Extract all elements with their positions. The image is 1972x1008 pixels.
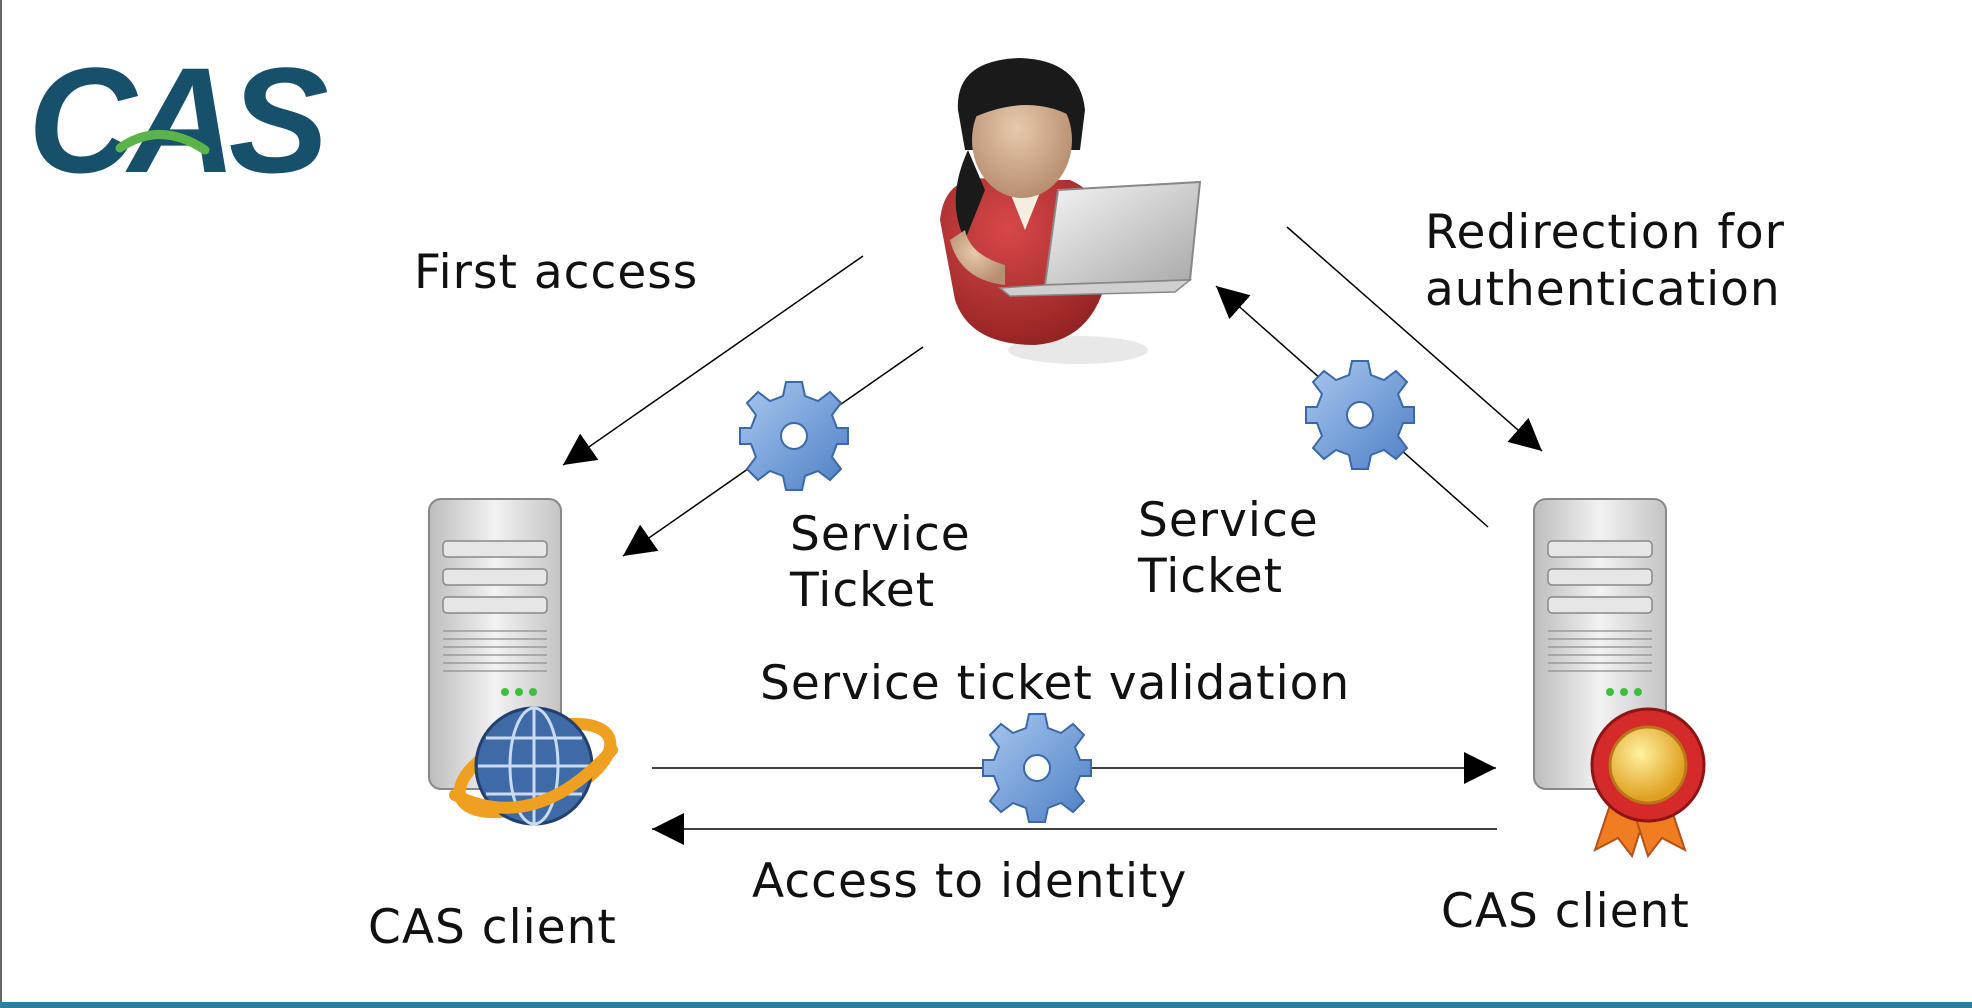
label-client-left: CAS client [368, 900, 617, 955]
gear-icon [982, 713, 1092, 823]
gear-icon [1305, 360, 1415, 470]
label-validation: Service ticket validation [760, 656, 1350, 711]
label-service-ticket-right-line1: Service [1138, 493, 1319, 548]
globe-icon [449, 706, 618, 826]
cas-logo: CAS [28, 36, 336, 204]
cas-logo-text: CAS [28, 36, 328, 204]
label-redirection-line1: Redirection for [1425, 205, 1785, 260]
label-first-access: First access [414, 245, 698, 300]
logo-swoosh [115, 130, 210, 155]
label-redirection-line2: authentication [1425, 262, 1781, 317]
label-client-right: CAS client [1441, 884, 1690, 939]
label-service-ticket-left-line1: Service [790, 507, 971, 562]
server-icon-right [1533, 498, 1706, 859]
arrow-first-access [562, 255, 864, 466]
arrow-redirection [1286, 226, 1543, 452]
medal-icon [1590, 707, 1706, 859]
label-access-identity: Access to identity [752, 854, 1187, 909]
gear-icon [739, 381, 849, 491]
laptop-icon [998, 180, 1202, 297]
label-service-ticket-left-line2: Ticket [789, 563, 935, 618]
bottom-border [0, 1002, 1972, 1008]
server-icon-left [428, 498, 618, 826]
label-service-ticket-right-line2: Ticket [1137, 549, 1283, 604]
user-icon [940, 58, 1202, 364]
